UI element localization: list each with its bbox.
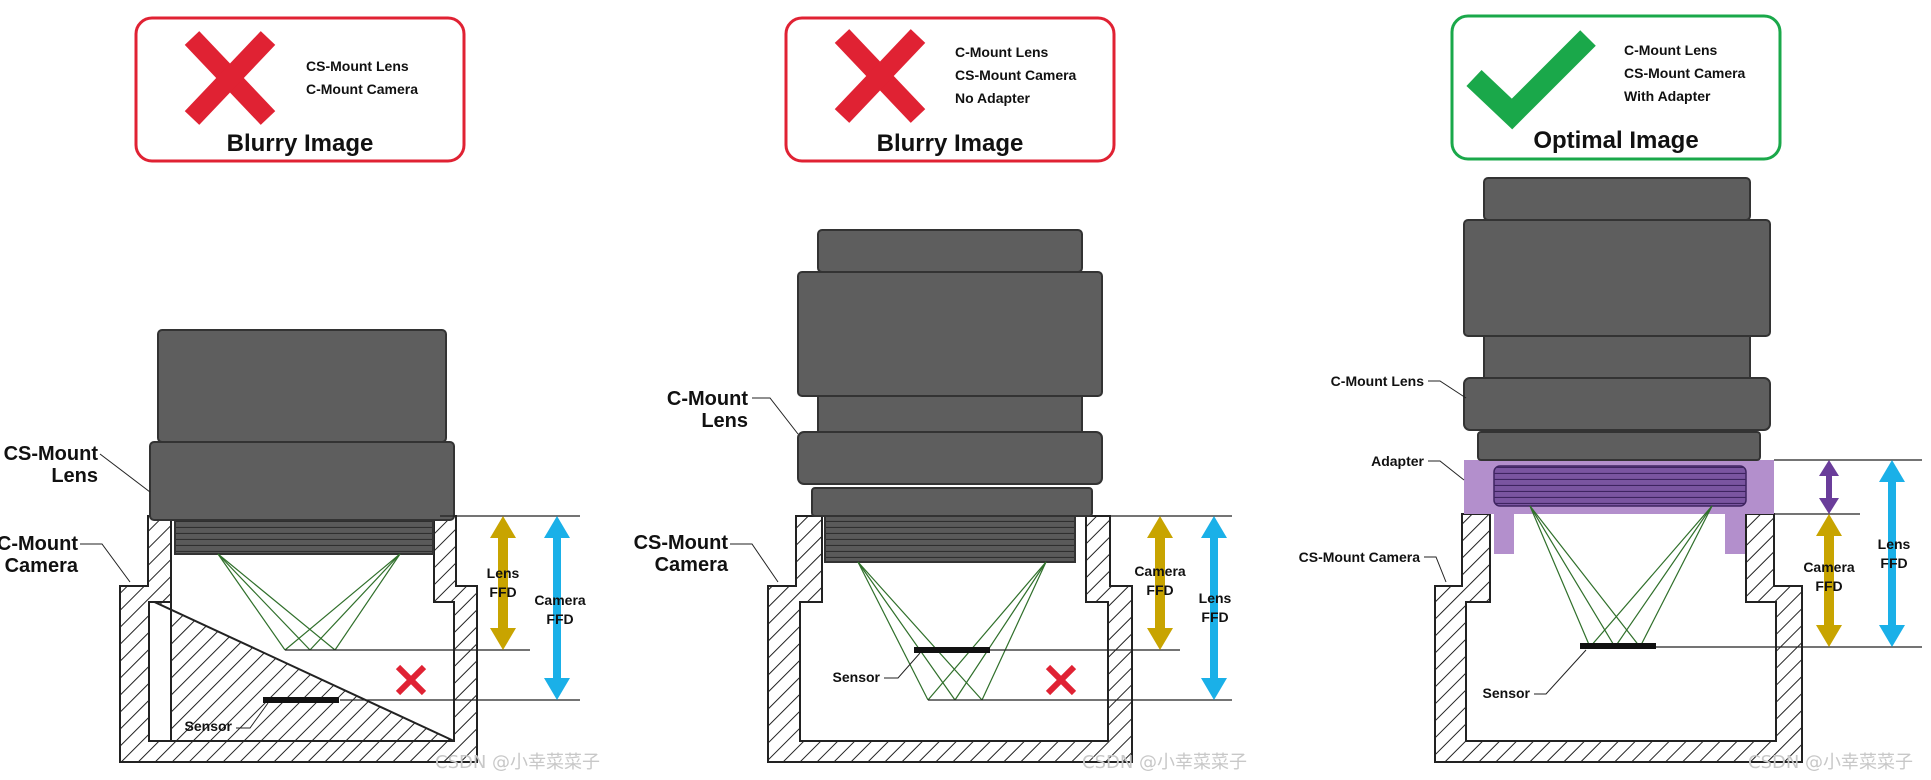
- note-1: C-Mount Lens: [1624, 42, 1718, 58]
- arrow-inner-2: FFD: [489, 584, 516, 600]
- camera-label-2: Camera: [5, 555, 79, 577]
- light-rays: [1529, 505, 1713, 648]
- lens-label-2: Lens: [701, 410, 748, 432]
- arrow-outer-2: FFD: [1880, 555, 1907, 571]
- light-rays: [857, 561, 1047, 701]
- c-mount-lens: [797, 229, 1103, 563]
- adapter-thickness-arrow: [1819, 460, 1839, 514]
- cross-icon: [834, 29, 926, 123]
- watermark-1: CSDN @小幸菜菜子: [435, 752, 600, 773]
- sensor: [914, 647, 990, 653]
- camera-ffd-arrow: [1147, 516, 1173, 650]
- c-mount-lens: [1463, 177, 1771, 461]
- lens-label: C-Mount Lens: [1331, 373, 1425, 389]
- note-3: No Adapter: [955, 90, 1030, 106]
- lens-label-1: CS-Mount: [4, 443, 99, 465]
- headline: Blurry Image: [877, 130, 1024, 157]
- camera-label-1: C-Mount: [0, 533, 78, 555]
- camera-label: CS-Mount Camera: [1299, 549, 1421, 565]
- sensor: [263, 697, 339, 703]
- mismatch-cross-icon: [395, 664, 427, 696]
- arrow-outer-1: Lens: [1878, 536, 1911, 552]
- sensor-label: Sensor: [1483, 685, 1531, 701]
- headline: Blurry Image: [227, 130, 374, 157]
- note-2: C-Mount Camera: [306, 81, 418, 97]
- watermark-3: CSDN @小幸菜菜子: [1748, 752, 1913, 773]
- arrow-outer-1: Lens: [1199, 590, 1232, 606]
- panel-2: C-Mount Lens CS-Mount Camera No Adapter …: [634, 16, 1232, 763]
- mismatch-cross-icon: [1045, 664, 1077, 696]
- note-1: CS-Mount Lens: [306, 58, 409, 74]
- check-icon: [1466, 30, 1596, 130]
- cs-mount-lens: [149, 329, 455, 555]
- note-3: With Adapter: [1624, 88, 1711, 104]
- camera-label-1: CS-Mount: [634, 532, 729, 554]
- arrow-outer-2: FFD: [1201, 609, 1228, 625]
- camera-body: [1434, 513, 1803, 763]
- lens-label-2: Lens: [51, 465, 98, 487]
- adapter: [1464, 460, 1774, 554]
- arrow-inner-1: Camera: [1803, 559, 1855, 575]
- watermark-2: CSDN @小幸菜菜子: [1082, 752, 1247, 773]
- arrow-outer-2: FFD: [546, 611, 573, 627]
- arrow-inner-1: Camera: [1134, 563, 1186, 579]
- arrow-inner-1: Lens: [487, 565, 520, 581]
- arrow-inner-2: FFD: [1146, 582, 1173, 598]
- status-box: [1450, 14, 1782, 161]
- adapter-label: Adapter: [1371, 453, 1424, 469]
- lens-label-1: C-Mount: [667, 388, 748, 410]
- note-1: C-Mount Lens: [955, 44, 1049, 60]
- note-2: CS-Mount Camera: [955, 67, 1077, 83]
- arrow-inner-2: FFD: [1815, 578, 1842, 594]
- light-rays: [217, 553, 401, 651]
- panel-1: CS-Mount Lens C-Mount Camera Blurry Imag…: [0, 16, 586, 763]
- lens-ffd-arrow: [1201, 516, 1227, 700]
- arrow-outer-1: Camera: [534, 592, 586, 608]
- sensor-label: Sensor: [833, 669, 881, 685]
- sensor-label: Sensor: [185, 718, 233, 734]
- panel-3: C-Mount Lens CS-Mount Camera With Adapte…: [1299, 14, 1922, 763]
- lens-ffd-arrow: [1879, 460, 1905, 647]
- headline: Optimal Image: [1533, 127, 1698, 154]
- cross-icon: [184, 31, 276, 125]
- camera-label-2: Camera: [655, 554, 729, 576]
- sensor: [1580, 643, 1656, 649]
- camera-ffd-arrow: [544, 516, 570, 700]
- lens-ffd-arrow: [490, 516, 516, 650]
- camera-ffd-arrow: [1816, 514, 1842, 647]
- note-2: CS-Mount Camera: [1624, 65, 1746, 81]
